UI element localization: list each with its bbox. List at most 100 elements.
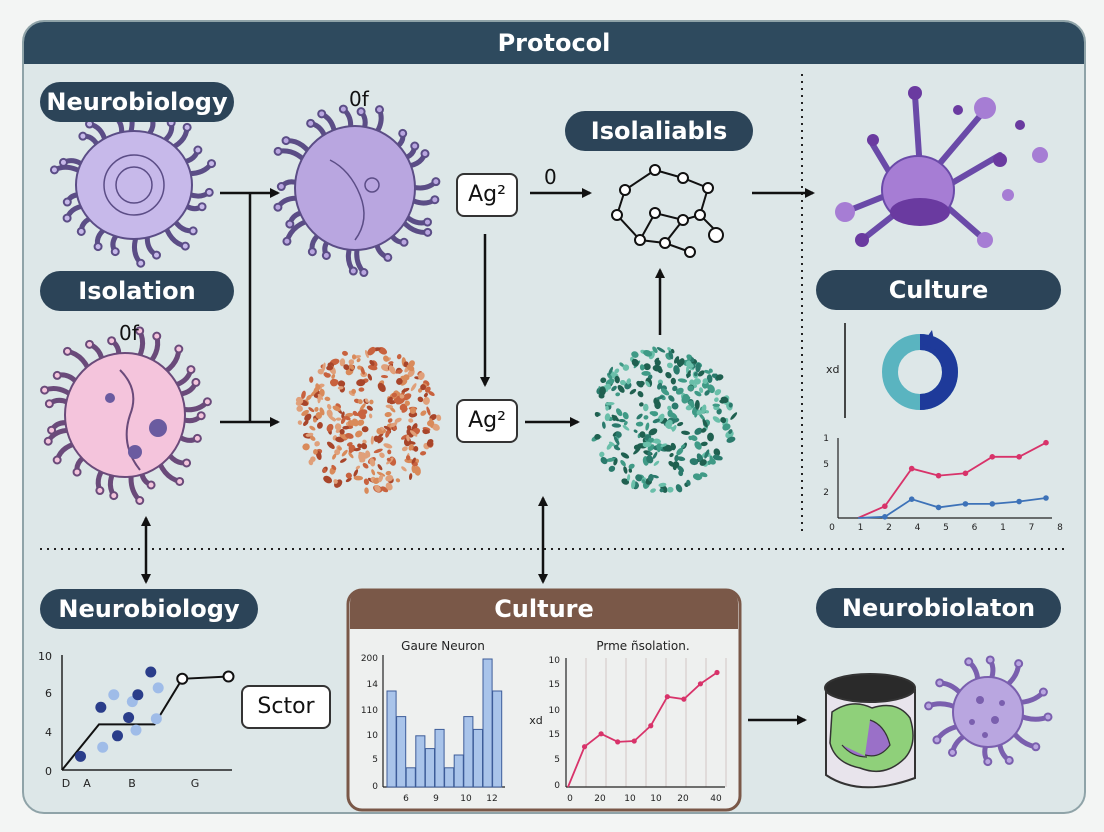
process-tip xyxy=(983,757,993,767)
scatter-point xyxy=(123,712,135,724)
process-tip xyxy=(356,107,366,117)
speckle xyxy=(297,420,303,425)
x-tick-label: 6 xyxy=(403,794,409,804)
speckle xyxy=(341,449,348,457)
speckle xyxy=(656,347,666,353)
speckle xyxy=(391,392,397,398)
speckle xyxy=(408,418,414,423)
speckle xyxy=(420,410,427,416)
x-tick-label: 10 xyxy=(460,794,472,804)
process-tip xyxy=(1004,755,1014,765)
speckle xyxy=(408,473,413,480)
x-tick-label: 6 xyxy=(972,523,978,533)
scatter-point xyxy=(150,713,162,725)
speckle xyxy=(628,468,633,473)
speckle xyxy=(409,407,417,414)
speckle xyxy=(422,396,430,405)
speckle xyxy=(422,429,430,434)
speckle xyxy=(631,351,639,358)
speckle xyxy=(331,464,337,471)
speckle xyxy=(335,417,342,421)
speckle xyxy=(668,395,675,402)
speckle xyxy=(695,362,701,373)
process-tip xyxy=(932,735,942,745)
isolation-pill: Isolation xyxy=(40,271,234,311)
speckle xyxy=(345,477,352,483)
speckle xyxy=(360,366,365,375)
process-tip xyxy=(109,491,119,501)
speckle xyxy=(670,377,676,385)
process-tip xyxy=(276,182,286,192)
data-point xyxy=(681,696,687,702)
process-tip xyxy=(107,336,117,346)
speckle xyxy=(685,360,692,368)
speckle xyxy=(643,403,649,412)
speckle xyxy=(342,350,348,356)
speckle xyxy=(676,447,684,456)
x-tick-label: 1 xyxy=(858,523,864,533)
speckle xyxy=(680,444,686,449)
process-tip xyxy=(180,241,190,251)
bar xyxy=(396,716,407,788)
process-tip xyxy=(191,377,201,387)
speckle xyxy=(404,458,414,464)
speckle xyxy=(317,394,322,404)
speckle xyxy=(347,419,355,427)
data-point xyxy=(908,496,915,502)
speckle xyxy=(357,365,362,370)
series-line xyxy=(857,497,1047,519)
speckle xyxy=(346,442,353,447)
y-tick-label: 6 xyxy=(45,687,52,700)
speckle xyxy=(405,455,411,461)
speckle xyxy=(594,411,600,417)
speckle xyxy=(700,441,708,447)
speckle xyxy=(385,474,394,482)
bar xyxy=(492,690,503,788)
speckle xyxy=(671,402,679,410)
speckle xyxy=(312,418,317,423)
speckle xyxy=(713,448,721,457)
speckle xyxy=(645,422,650,431)
y-tick-label: 10 xyxy=(549,656,561,666)
speckle xyxy=(406,434,410,442)
process-tip xyxy=(1043,712,1053,722)
speckle xyxy=(303,420,309,426)
speckle xyxy=(383,355,389,362)
speckle xyxy=(698,413,706,421)
speckle xyxy=(606,443,612,450)
speckle xyxy=(656,395,664,400)
speckle xyxy=(374,484,381,492)
data-point xyxy=(664,694,670,700)
x-tick-label: D xyxy=(62,777,70,790)
speckle xyxy=(668,461,675,467)
speckle xyxy=(383,443,393,449)
speckle xyxy=(423,392,428,398)
x-tick-label: 9 xyxy=(433,794,439,804)
speckle xyxy=(666,423,672,429)
process-tip xyxy=(399,237,409,247)
speckle xyxy=(314,406,319,412)
speckle xyxy=(658,482,667,488)
y-tick-label: 15 xyxy=(549,680,560,690)
speckle xyxy=(712,416,721,423)
y-tick-label: 10 xyxy=(38,650,52,663)
speckle xyxy=(615,392,621,397)
process-tip xyxy=(338,104,348,114)
speckle xyxy=(704,449,710,459)
speckle xyxy=(614,368,620,374)
speckle xyxy=(600,456,608,465)
speckle xyxy=(702,419,708,428)
process-tip xyxy=(58,157,68,167)
speckle xyxy=(359,403,366,412)
speckle xyxy=(677,465,684,473)
speckle xyxy=(355,465,361,470)
culture-pill-right: Culture xyxy=(816,270,1061,310)
bar xyxy=(424,748,435,788)
speckle xyxy=(628,463,635,469)
scatter-point xyxy=(95,701,107,713)
y-tick-label: 4 xyxy=(45,726,52,739)
speckle xyxy=(355,430,363,438)
speckle xyxy=(376,427,382,435)
speckle xyxy=(649,437,654,443)
speckle xyxy=(308,459,314,466)
